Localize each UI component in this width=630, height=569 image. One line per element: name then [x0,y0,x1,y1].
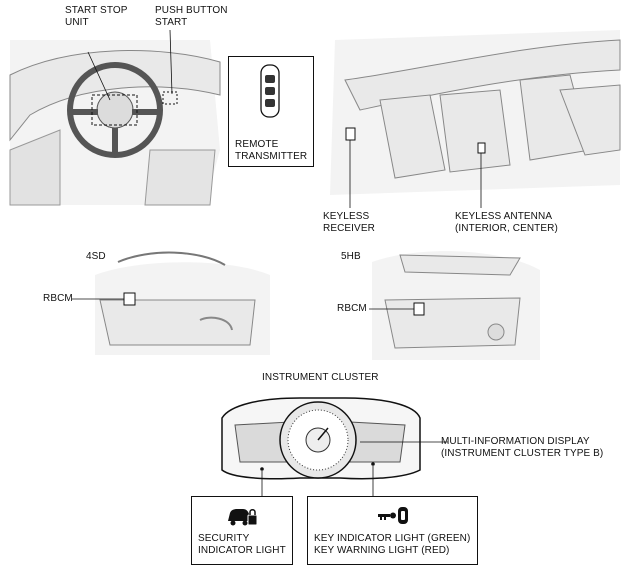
variant-5hb-label: 5HB [341,251,361,262]
dashboard-illustration [9,29,221,206]
sedan-trunk-illustration [72,251,270,355]
remote-transmitter-box: REMOTE TRANSMITTER [228,56,314,167]
key-indicator-box: KEY INDICATOR LIGHT (GREEN) KEY WARNING … [307,496,478,565]
push-button-start-label: PUSH BUTTON START [155,5,228,28]
security-car-lock-icon [228,509,258,526]
rbcm-5hb-label: RBCM [337,303,367,314]
key-indicator-label: KEY INDICATOR LIGHT (GREEN) KEY WARNING … [314,533,471,556]
interior-illustration [330,30,621,208]
instrument-cluster-illustration [221,397,448,496]
key-indicator-icon [378,507,408,524]
security-indicator-box: SECURITY INDICATOR LIGHT [191,496,293,565]
rbcm-4sd-label: RBCM [43,293,73,304]
hatchback-trunk-illustration [369,251,540,360]
instrument-cluster-label: INSTRUMENT CLUSTER [262,372,379,383]
keyless-antenna-label: KEYLESS ANTENNA (INTERIOR, CENTER) [455,211,558,234]
start-stop-unit-label: START STOP UNIT [65,5,128,28]
remote-transmitter-label: REMOTE TRANSMITTER [235,139,308,162]
keyless-receiver-label: KEYLESS RECEIVER [323,211,375,234]
security-indicator-label: SECURITY INDICATOR LIGHT [198,533,286,556]
key-fob-icon [260,64,280,118]
variant-4sd-label: 4SD [86,251,106,262]
multi-info-display-label: MULTI-INFORMATION DISPLAY (INSTRUMENT CL… [441,436,604,459]
